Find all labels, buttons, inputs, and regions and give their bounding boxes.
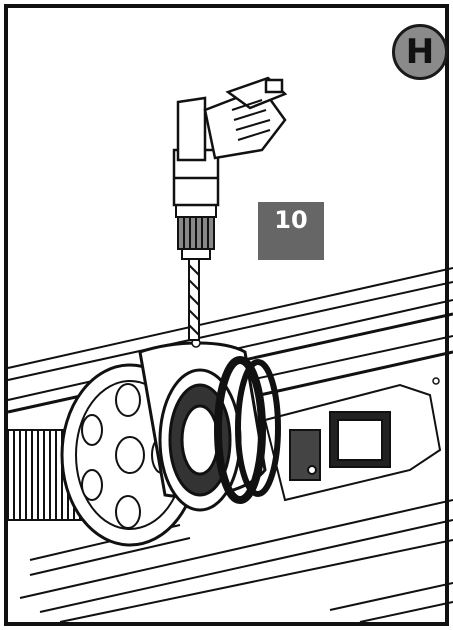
adapter-collar [138, 341, 281, 512]
drill-bit [188, 257, 200, 341]
drill-bit-size-tag: 10 [258, 202, 324, 260]
drill-bit-size: 10 [274, 206, 308, 234]
step-letter: H [405, 32, 435, 72]
motor-housing [263, 383, 442, 502]
screw-hole [432, 377, 440, 385]
page-frame [4, 4, 449, 626]
drill-chuck [175, 204, 217, 260]
angle-drill [172, 76, 288, 207]
step-badge: H [392, 24, 448, 80]
